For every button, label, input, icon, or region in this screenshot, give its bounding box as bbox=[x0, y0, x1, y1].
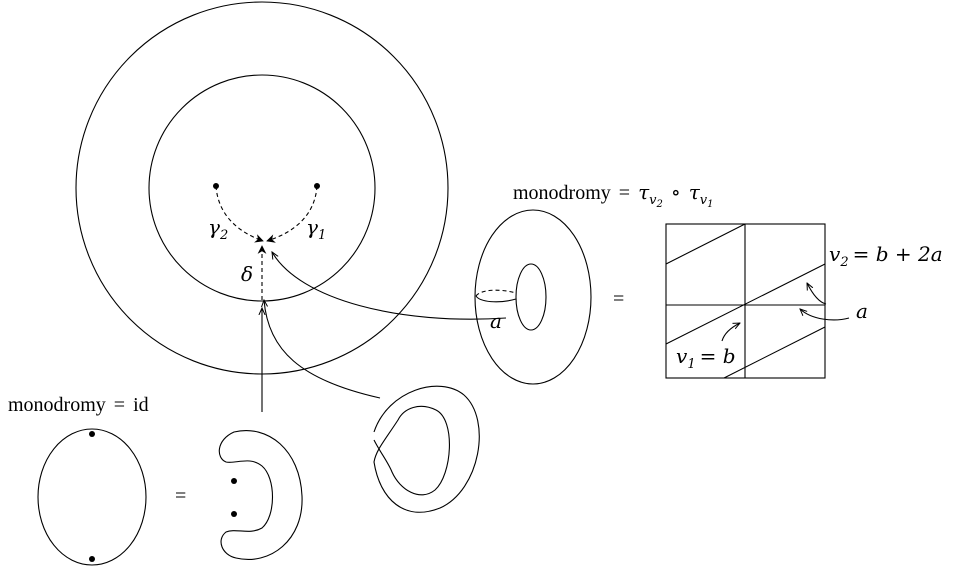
deformed-sphere bbox=[218, 430, 303, 560]
arrow-from-pinched-torus bbox=[264, 300, 381, 399]
monodromy-top-label: monodromy = τv2 ∘ τv1 bbox=[513, 180, 714, 211]
gamma2-path bbox=[215, 185, 264, 243]
arrow-from-torus bbox=[272, 252, 507, 320]
sphere-equals: = bbox=[175, 485, 186, 507]
v2-arrow bbox=[807, 283, 827, 305]
a-arrow bbox=[800, 309, 850, 321]
v2-label: v2= b + 2a bbox=[829, 242, 943, 270]
torus-outer bbox=[474, 209, 592, 385]
v1-label: v1= b bbox=[676, 344, 736, 372]
gamma1-label: γ1 bbox=[306, 215, 326, 243]
v2-segment-3 bbox=[723, 326, 826, 379]
torus-square-equals: = bbox=[613, 288, 624, 310]
gamma2-label: γ2 bbox=[208, 215, 228, 243]
torus-hole bbox=[515, 263, 547, 331]
torus-cycle-a-back bbox=[475, 289, 517, 297]
torus-a-label: a bbox=[490, 309, 502, 333]
sphere-point-bottom bbox=[89, 556, 95, 562]
v1-arrow bbox=[721, 323, 740, 342]
sphere bbox=[37, 428, 147, 566]
sphere-point-top bbox=[89, 431, 95, 437]
deformed-sphere-point-2 bbox=[231, 511, 237, 517]
gamma1-path bbox=[266, 185, 318, 243]
v2-segment-2 bbox=[665, 263, 826, 345]
pinched-torus bbox=[373, 385, 480, 513]
deformed-sphere-point-1 bbox=[231, 478, 237, 484]
square-a-label: a bbox=[856, 299, 868, 323]
delta-label: δ bbox=[241, 262, 253, 286]
torus-cycle-a-front bbox=[475, 295, 517, 303]
inner-circle bbox=[148, 74, 376, 302]
monodromy-bottom-label: monodromy = id bbox=[8, 394, 149, 416]
v2-segment-1 bbox=[665, 223, 746, 265]
